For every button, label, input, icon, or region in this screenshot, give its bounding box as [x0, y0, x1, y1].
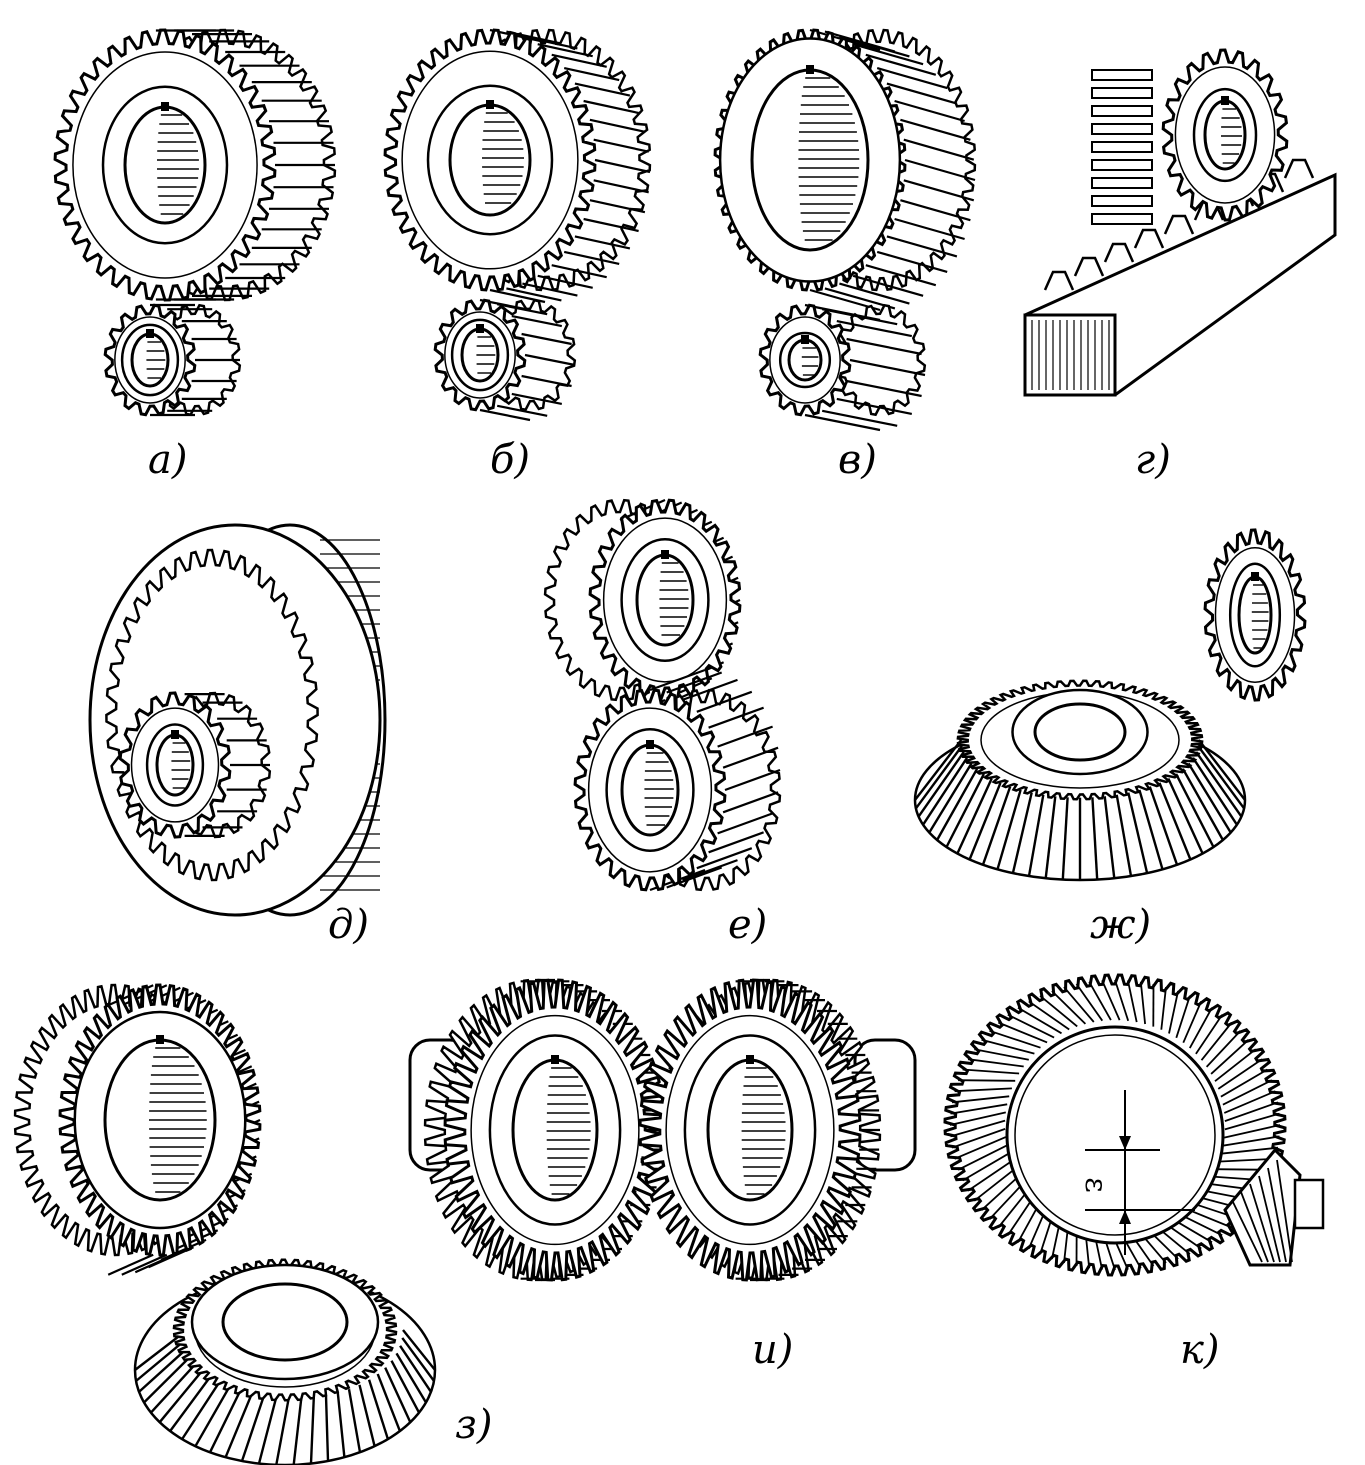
panel-d-pinion-gear [118, 691, 272, 839]
panel-zh-small-bevel-gear [1203, 528, 1307, 702]
panel-label-z: з) [455, 1402, 493, 1448]
panel-label-i: и) [752, 1327, 794, 1373]
panel-d-internal-gear [88, 523, 387, 917]
panel-e-lower-crossed-helical-gear [573, 668, 782, 892]
panel-label-zh: ж) [1090, 902, 1152, 948]
panel-z-lower-spiral-bevel-gear [133, 1258, 437, 1465]
panel-z-upper-spiral-bevel-gear [13, 983, 262, 1276]
panel-i-right-spiral-gear [638, 978, 882, 1282]
panel-label-a: а) [148, 437, 188, 483]
panel-a-small-spur-gear [103, 303, 242, 417]
panel-a-large-spur-gear [53, 28, 337, 302]
panel-label-b: б) [490, 437, 531, 483]
panel-i-hypoid-gear-pair [408, 978, 917, 1282]
panel-label-g: г) [1135, 437, 1171, 483]
panel-label-k: к) [1180, 1327, 1220, 1373]
panel-v-small-herringbone-gear [758, 303, 927, 432]
panel-k-spiral-bevel-with-pinion [943, 973, 1325, 1277]
panel-label-v: в) [838, 437, 877, 483]
dimension-label-epsilon: ε [1077, 1177, 1113, 1193]
panel-label-d: д) [328, 902, 369, 948]
panel-b-large-helical-gear [383, 28, 652, 304]
panel-i-left-spiral-gear [423, 978, 667, 1282]
panel-label-e: е) [728, 902, 768, 948]
panel-v-large-herringbone-gear [713, 28, 977, 312]
panel-zh-large-bevel-gear [913, 679, 1247, 882]
panel-g-pinion-gear [1161, 48, 1289, 222]
panel-g-rack-and-pinion [1023, 48, 1337, 397]
panel-b-small-helical-gear [433, 298, 577, 422]
panel-e-upper-crossed-helical-gear [543, 498, 742, 722]
